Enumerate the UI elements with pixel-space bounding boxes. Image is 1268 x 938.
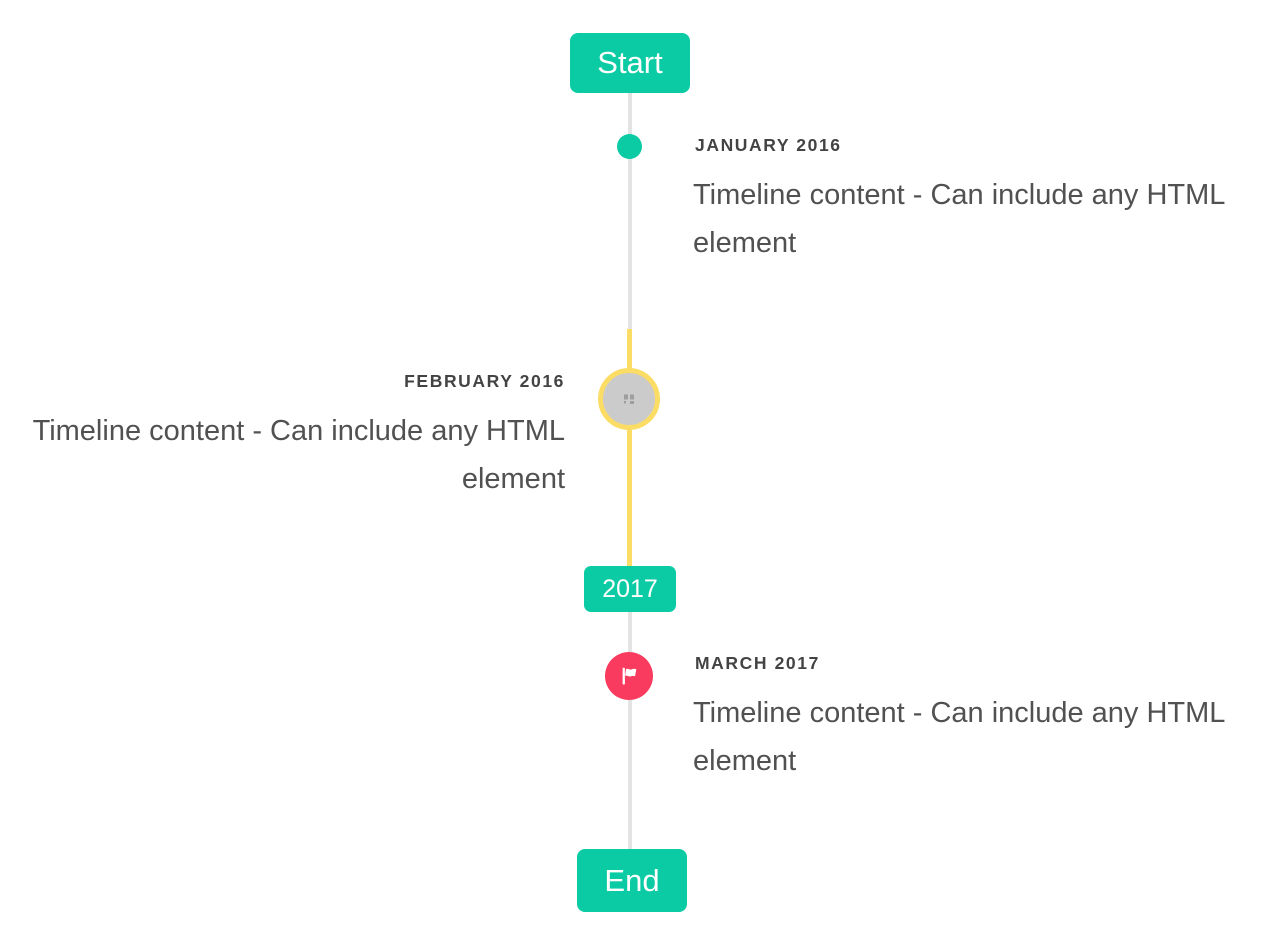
timeline-line-active-segment xyxy=(627,329,632,567)
end-badge: End xyxy=(577,849,687,912)
year-badge: 2017 xyxy=(584,566,676,612)
item-date-january: JANUARY 2016 xyxy=(695,135,842,155)
item-date-february: FEBRUARY 2016 xyxy=(404,371,565,391)
item-content-february: Timeline content - Can include any HTML … xyxy=(32,415,565,495)
item-date-march: MARCH 2017 xyxy=(695,653,820,673)
flag-icon xyxy=(617,664,641,688)
start-badge: Start xyxy=(570,33,690,93)
item-content-january: Timeline content - Can include any HTML … xyxy=(693,179,1225,259)
broken-image-icon xyxy=(621,391,637,407)
timeline-marker-january xyxy=(617,134,642,159)
timeline-marker-march xyxy=(605,652,653,700)
timeline-marker-february xyxy=(598,368,660,430)
item-content-march: Timeline content - Can include any HTML … xyxy=(693,697,1225,777)
